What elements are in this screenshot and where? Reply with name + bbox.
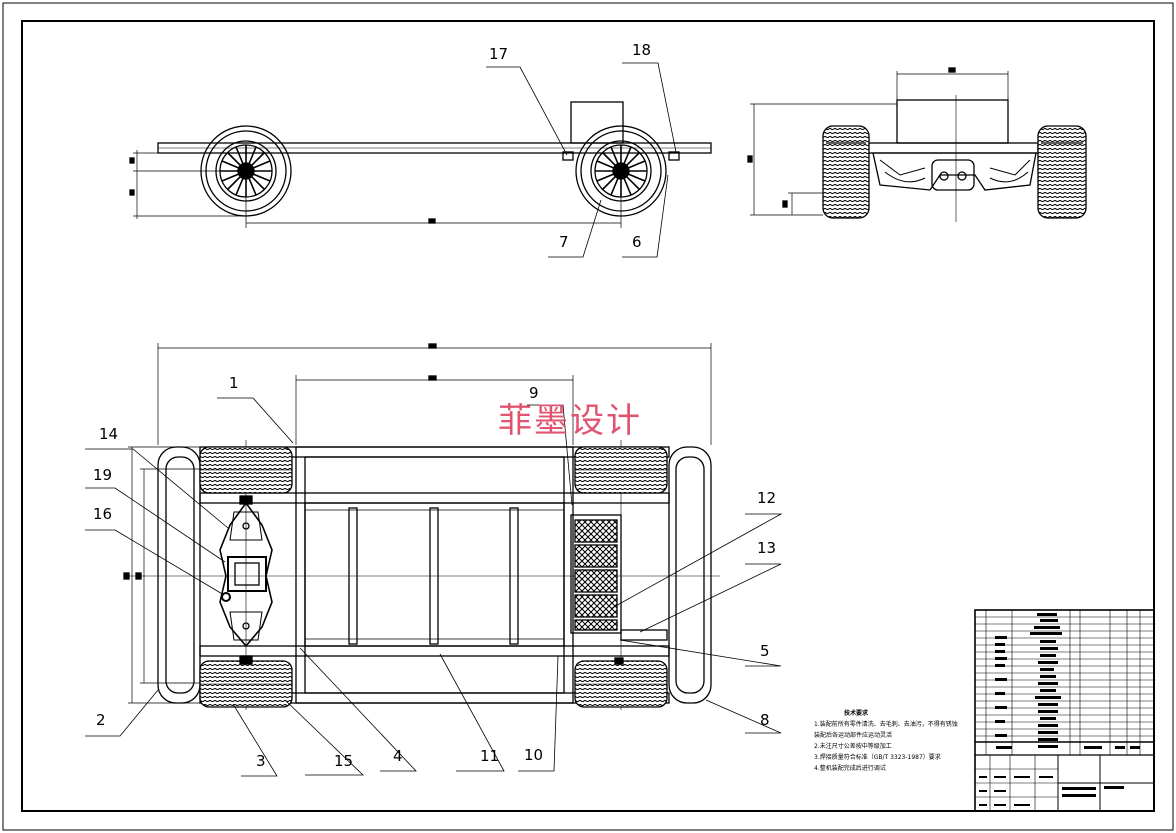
callout-10: 10 — [524, 746, 544, 764]
notes-line: 4.整机装配完成后进行调试 — [814, 765, 886, 772]
notes-line: 3.焊接质量符合标准（GB/T 3323-1987）要求 — [814, 754, 941, 761]
callout-7: 7 — [559, 233, 569, 251]
callout-4: 4 — [393, 747, 403, 765]
notes-line: 1.装配前所有零件清洗、去毛刺、去油污，不得有锈蚀 — [814, 721, 958, 728]
callout-9: 9 — [529, 384, 539, 402]
callout-18: 18 — [632, 41, 652, 59]
callout-13: 13 — [757, 539, 777, 557]
end-view — [747, 67, 1087, 222]
callout-6: 6 — [632, 233, 642, 251]
callout-19: 19 — [93, 466, 113, 484]
top-view — [85, 343, 783, 777]
callout-17: 17 — [489, 45, 509, 63]
notes-line: 装配后各运动部件应运动灵活 — [814, 732, 893, 739]
callout-8: 8 — [760, 711, 770, 729]
notes-title: 技术要求 — [844, 710, 869, 717]
callout-11: 11 — [480, 747, 500, 765]
watermark-text: 菲墨设计 — [498, 401, 642, 441]
notes-line: 2.未注尺寸公差按中等级加工 — [814, 743, 892, 750]
callout-14: 14 — [99, 425, 119, 443]
side-view — [129, 62, 712, 258]
callout-12: 12 — [757, 489, 777, 507]
callout-15: 15 — [334, 752, 354, 770]
callout-3: 3 — [256, 752, 266, 770]
callout-5: 5 — [760, 642, 770, 660]
callout-2: 2 — [96, 711, 106, 729]
title-block — [974, 609, 1155, 812]
callout-16: 16 — [93, 505, 113, 523]
technical-notes: 技术要求 1.装配前所有零件清洗、去毛刺、去油污，不得有锈蚀 装配后各运动部件应… — [814, 708, 964, 774]
callout-1: 1 — [229, 374, 239, 392]
